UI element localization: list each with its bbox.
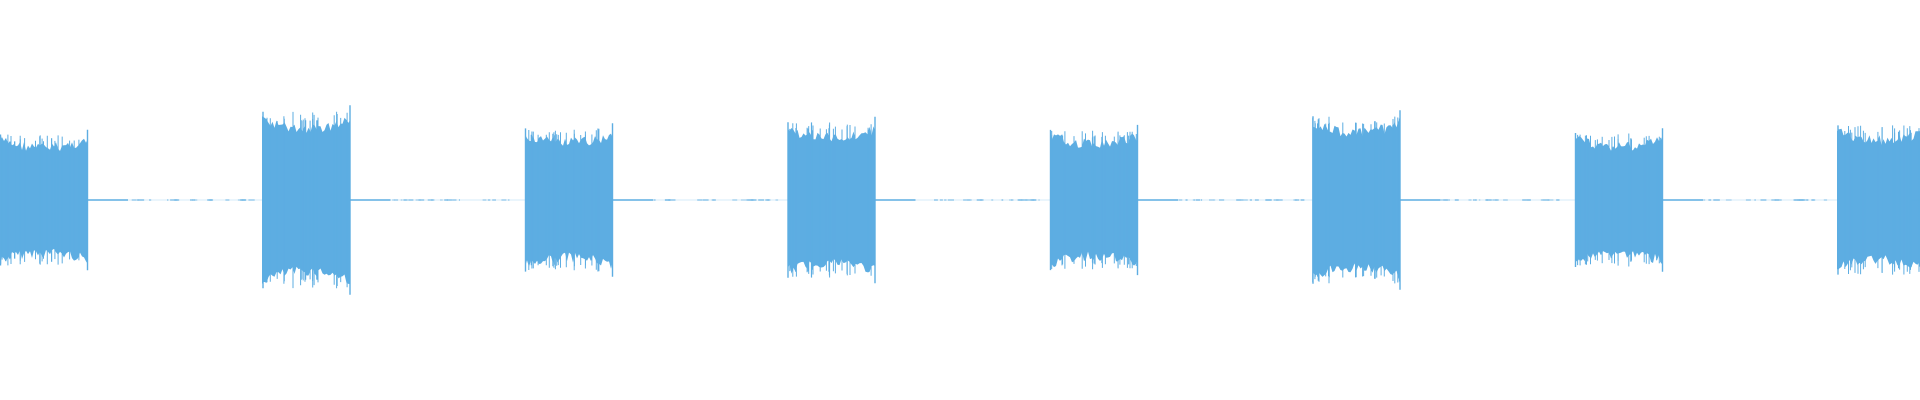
waveform-burst <box>0 129 89 271</box>
waveform-burst <box>1312 110 1401 290</box>
waveform-burst-body <box>525 133 613 269</box>
waveform-burst <box>1574 128 1664 272</box>
waveform-burst <box>262 105 351 295</box>
waveform-burst <box>1837 125 1920 275</box>
waveform-burst <box>524 123 614 277</box>
waveform-bursts <box>0 105 1920 295</box>
waveform-burst <box>1049 124 1139 276</box>
waveform-burst <box>787 116 876 284</box>
waveform-burst-body <box>787 126 876 274</box>
